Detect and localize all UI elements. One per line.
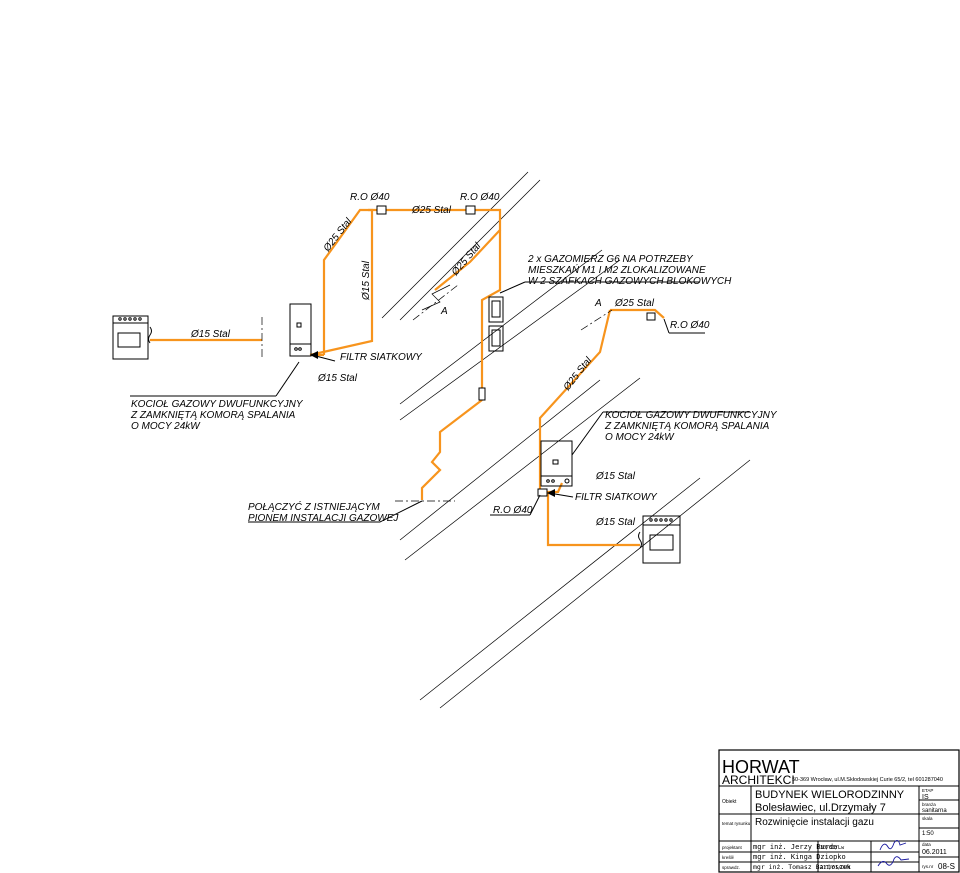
label-meters-1: 2 x GAZOMIERZ G6 NA POTRZEBY (527, 254, 694, 265)
building-name: BUDYNEK WIELORODZINNY (755, 789, 905, 801)
temat-value: Rozwinięcie instalacji gazu (755, 817, 874, 828)
wall-section-lines (381, 171, 751, 709)
break-lines (261, 284, 613, 502)
title-block: HORWAT ARCHITEKCI 50-369 Wrocław, ul.M.S… (718, 749, 960, 873)
label-meters-2: MIESZKAŃ M1 I M2 ZLOKALIZOWANE (528, 263, 706, 276)
label-d25-diag-left: Ø25 Stal (321, 216, 355, 255)
label-connect-1: POŁĄCZYĆ Z ISTNIEJĄCYM (248, 500, 380, 513)
pipe-fittings (376, 205, 656, 497)
skala-value: 1:50 (922, 831, 934, 837)
label-boiler-right-3: O MOCY 24kW (605, 432, 675, 443)
data-value: 06.2011 (922, 849, 947, 856)
role-sprawdz: sprawdz. (722, 865, 740, 870)
cooker-right-icon (638, 515, 681, 564)
label-d15-lower-run: Ø15 Stal (595, 517, 636, 528)
drawing-labels: R.O Ø40 R.O Ø40 Ø25 Stal Ø25 Stal Ø15 St… (130, 192, 778, 528)
data-label: data (922, 842, 931, 847)
boiler-left-icon (289, 303, 312, 357)
label-connect-2: PIONEM INSTALACJI GAZOWEJ (248, 513, 399, 524)
gas-meter-cabinets (488, 296, 504, 352)
branza-label: branża (922, 802, 936, 807)
rys-value: 08-S (938, 862, 955, 871)
label-d15-vertical: Ø15 Stal (361, 260, 372, 301)
label-ro40-bottom: R.O Ø40 (493, 505, 533, 516)
etap-label: ETAP (922, 788, 933, 793)
label-ro40-mid: R.O Ø40 (460, 192, 500, 203)
branza-value: sanitarna (922, 808, 947, 814)
label-boiler-left-2: Z ZAMKNIĘTĄ KOMORĄ SPALANIA (130, 410, 296, 421)
label-ro40-right: R.O Ø40 (670, 320, 710, 331)
label-d25-diag-mid: Ø25 Stal (449, 240, 484, 278)
permit-sprawdz: 211/01/DUW (820, 865, 851, 871)
label-d15-lower-boiler: Ø15 Stal (595, 471, 636, 482)
etap-value: IS (922, 794, 929, 801)
name-kreslil: mgr inż. Kinga Dziopko (753, 853, 846, 861)
label-d25-top: Ø25 Stal (411, 205, 452, 216)
label-d15-left-run: Ø15 Stal (190, 329, 231, 340)
label-boiler-right-1: KOCIOŁ GAZOWY DWUFUNKCYJNY (605, 410, 778, 421)
skala-label: skala (922, 816, 933, 821)
role-kreslil: kreślił (722, 855, 734, 860)
firm-address: 50-369 Wrocław, ul.M.Skłodowskiej Curie … (792, 777, 943, 783)
gas-pipe-network (150, 208, 665, 547)
label-d25-right: Ø25 Stal (614, 298, 655, 309)
temat-label: temat rysunku (722, 821, 751, 826)
signature-sprawdz (877, 856, 910, 867)
permit-projektant: 30/83/Lw (820, 845, 845, 851)
rys-label: rys.nr (922, 864, 934, 869)
label-boiler-left-3: O MOCY 24kW (131, 421, 201, 432)
leader-lines (130, 281, 750, 523)
label-filter-lower: FILTR SIATKOWY (575, 492, 658, 503)
name-projektant: mgr inż. Jerzy Burda (753, 843, 837, 851)
cooker-left-icon (112, 315, 152, 360)
label-section-a-left: A (440, 306, 448, 317)
label-boiler-left-1: KOCIOŁ GAZOWY DWUFUNKCYJNY (131, 399, 304, 410)
name-sprawdz: mgr inż. Tomasz Bartoszek (753, 863, 851, 871)
label-d15-below-boiler: Ø15 Stal (317, 373, 358, 384)
building-location: Bolesławiec, ul.Drzymały 7 (755, 802, 886, 814)
role-projektant: projektant (722, 845, 743, 850)
label-boiler-right-2: Z ZAMKNIĘTĄ KOMORĄ SPALANIA (604, 421, 770, 432)
label-section-a-right: A (594, 298, 602, 309)
firm-name: HORWAT (722, 757, 800, 777)
boiler-right-icon (540, 440, 573, 487)
label-meters-3: W 2 SZAFKACH GAZOWYCH BLOKOWYCH (528, 276, 732, 287)
firm-sub: ARCHITEKCI (722, 773, 795, 787)
filter-arrows (310, 351, 574, 498)
signature-projektant (879, 840, 907, 851)
obiekt-label: Obiekt (722, 799, 737, 805)
label-ro40-left: R.O Ø40 (350, 192, 390, 203)
label-filter-upper: FILTR SIATKOWY (340, 352, 423, 363)
